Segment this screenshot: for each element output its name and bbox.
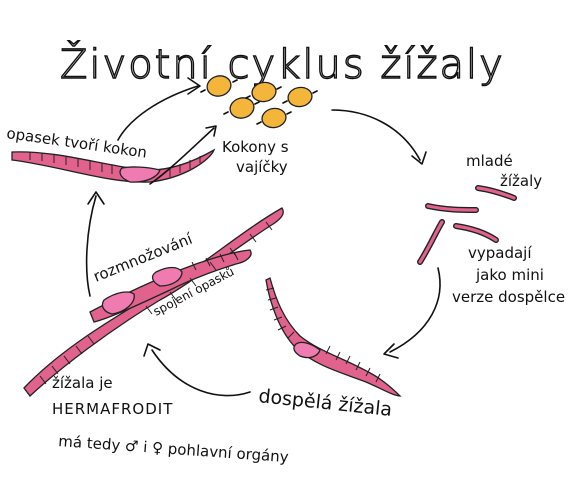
label-hermaphrodite-line3: má tedy ♂ i ♀ pohlavní orgány bbox=[58, 432, 290, 466]
label-hermaphrodite-line2: HERMAFRODIT bbox=[52, 400, 173, 418]
label-cocoons-line2: vajíčky bbox=[236, 158, 288, 176]
mating-worms bbox=[24, 208, 283, 396]
adult-worm bbox=[266, 278, 400, 396]
label-mini-line1: vypadají bbox=[468, 244, 532, 262]
arrow-to-mating bbox=[152, 350, 250, 396]
label-cocoons-line1: Kokony s bbox=[222, 138, 289, 156]
cocoon bbox=[261, 107, 288, 130]
label-young-line1: mladé bbox=[466, 152, 513, 170]
cocoon bbox=[287, 86, 314, 109]
label-mini-line2: jako mini bbox=[475, 266, 544, 284]
arrow-to-cocoons bbox=[118, 86, 198, 140]
cocoon bbox=[228, 95, 256, 121]
worm-body bbox=[24, 208, 283, 396]
label-hermaphrodite-line1: žížala je bbox=[52, 374, 113, 392]
label-young-line2: žížaly bbox=[500, 172, 542, 190]
cycle-arrows bbox=[87, 78, 440, 396]
label-mini-line3: verze dospělce bbox=[452, 288, 565, 306]
label-adult-worm: dospělá žížala bbox=[257, 385, 393, 421]
worm-body bbox=[266, 278, 400, 396]
clitellum bbox=[294, 342, 320, 357]
arrow-to-young-worms bbox=[332, 110, 420, 160]
diagram-title: Životní cyklus žížaly bbox=[60, 40, 505, 88]
worm-segments bbox=[266, 288, 380, 382]
arrow-to-adult bbox=[390, 268, 440, 352]
